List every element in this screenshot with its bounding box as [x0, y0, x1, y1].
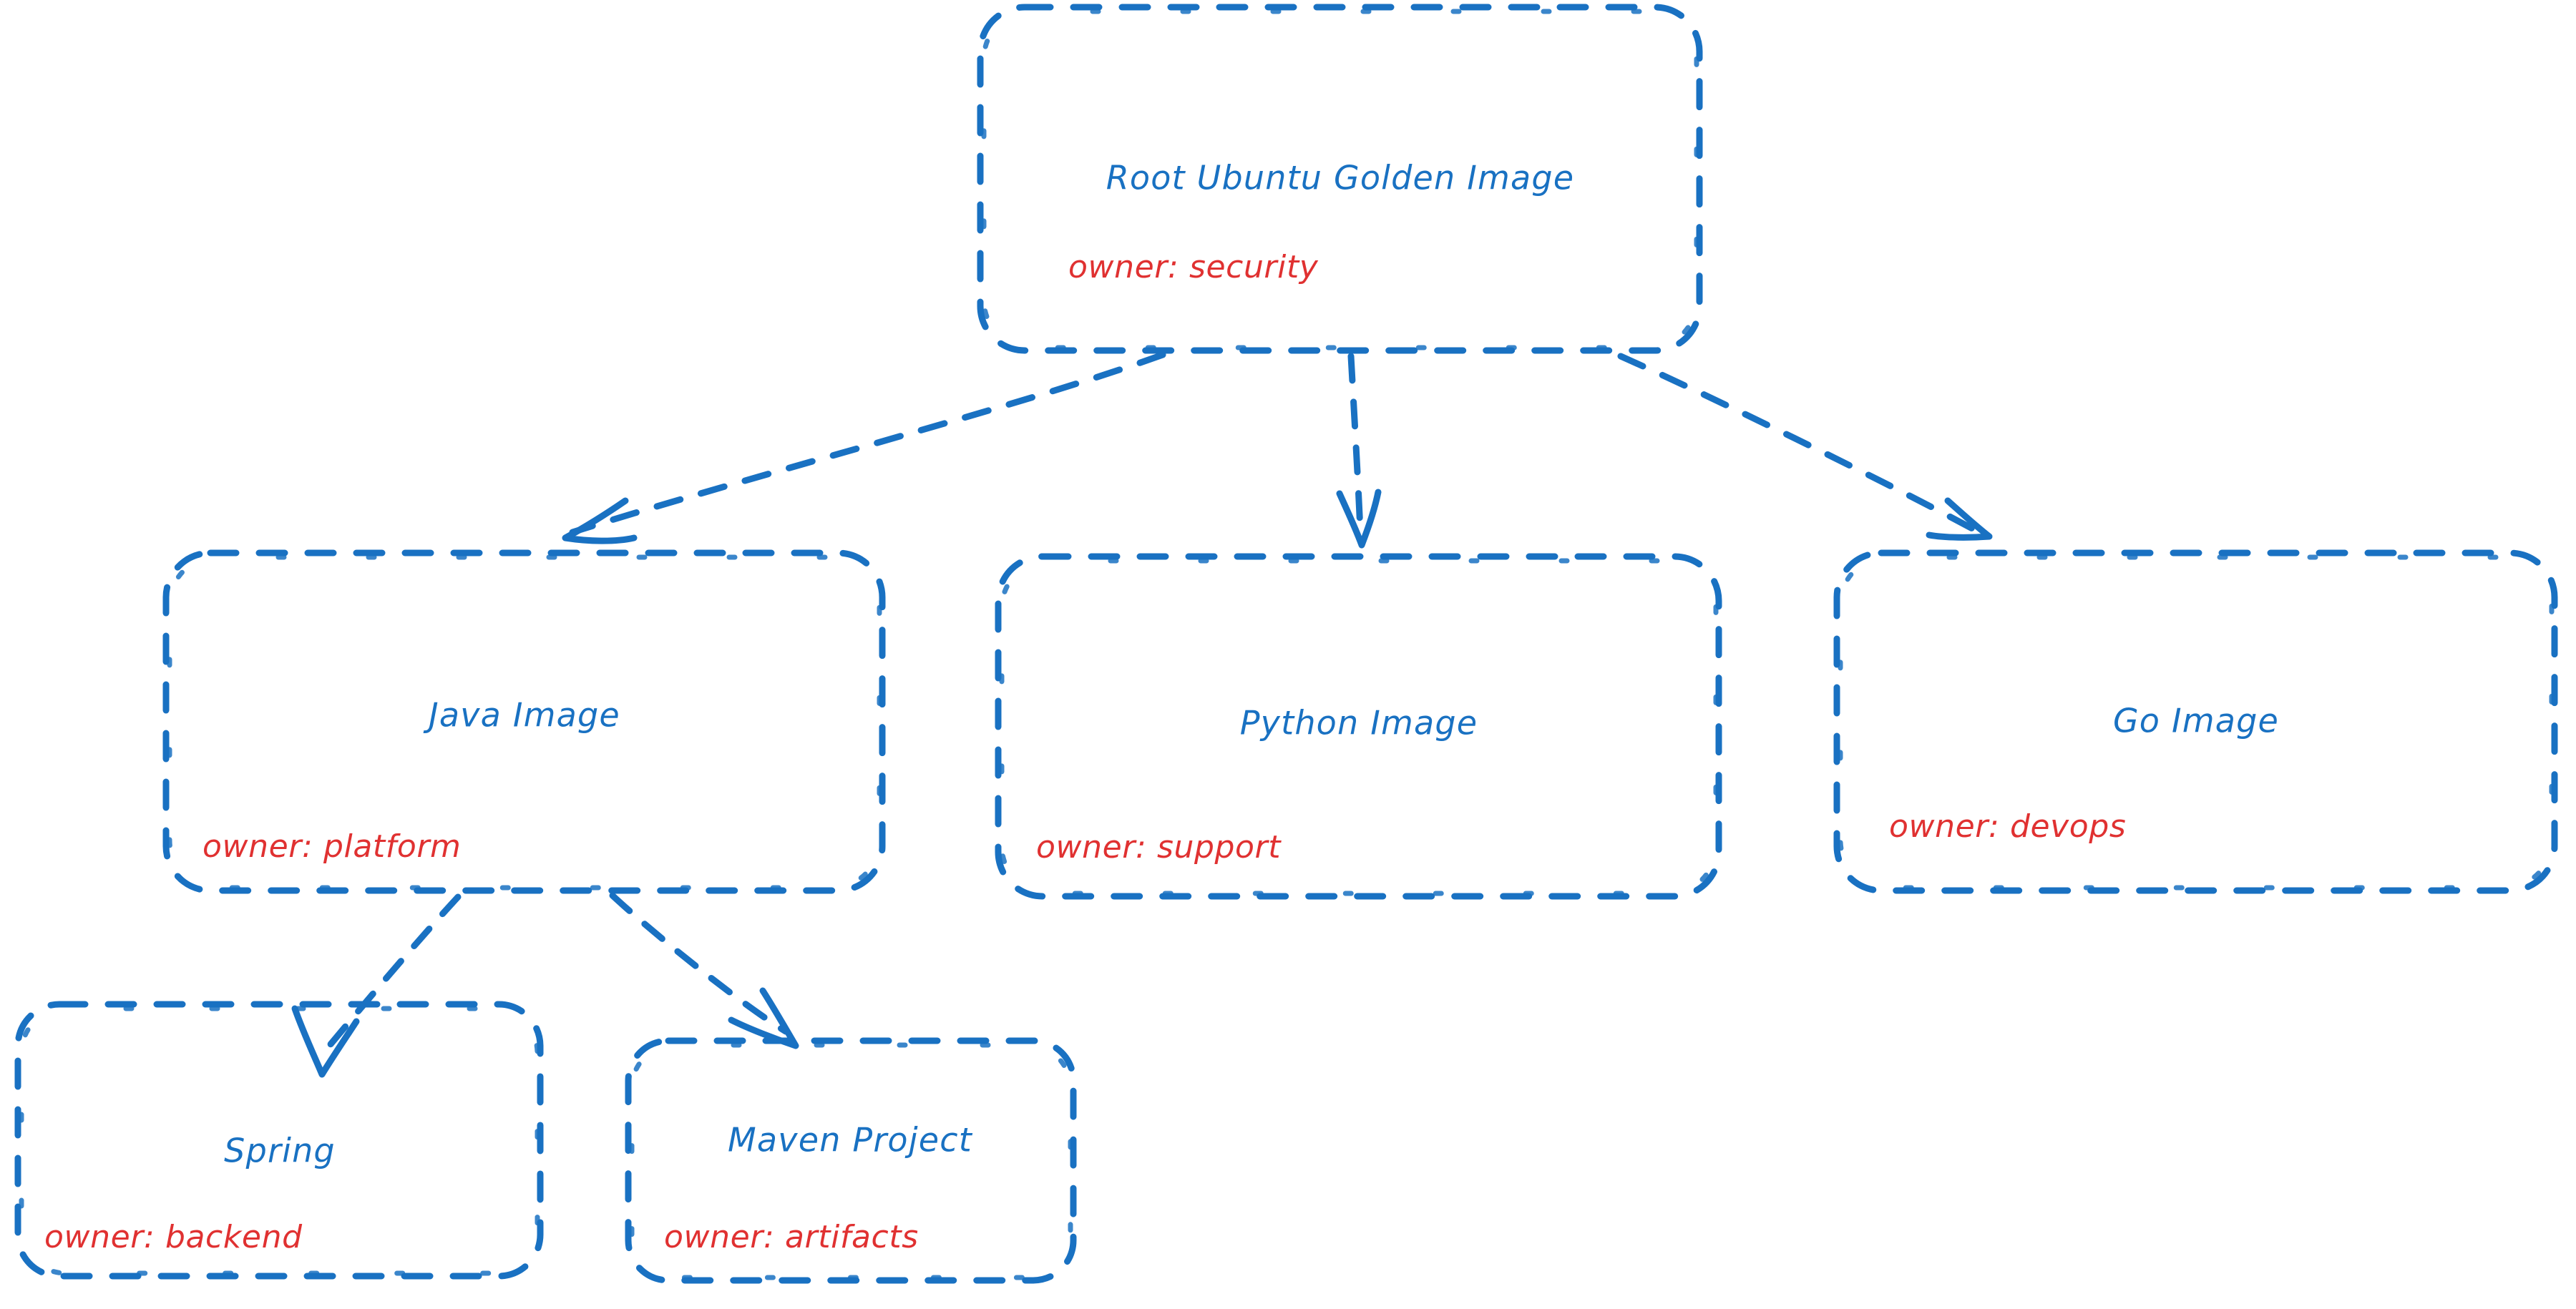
edge-root-to-python-line [1347, 353, 1364, 534]
edge-root-to-go[interactable] [1617, 353, 1993, 541]
node-spring-border [14, 1001, 544, 1280]
edges-layer [291, 351, 1993, 1078]
node-spring-title: Spring [224, 1132, 336, 1170]
node-go-image-owner: owner: devops [1889, 808, 2126, 845]
node-go-image-border [1833, 549, 2558, 894]
node-python-image[interactable]: Python Image owner: support [995, 553, 1722, 900]
edge-root-to-java-arrowhead [562, 497, 638, 544]
node-java-image-title: Java Image [423, 696, 620, 735]
edge-java-to-maven[interactable] [609, 892, 799, 1049]
edge-root-to-java[interactable] [562, 351, 1166, 544]
edge-root-to-python[interactable] [1336, 353, 1382, 549]
node-go-image-title: Go Image [2113, 702, 2279, 740]
node-root-ubuntu-golden-image-title: Root Ubuntu Golden Image [1106, 159, 1575, 197]
edge-java-to-spring-line [320, 893, 462, 1056]
node-java-image[interactable]: Java Image owner: platform [162, 549, 886, 894]
node-root-ubuntu-golden-image[interactable]: Root Ubuntu Golden Image owner: security [977, 4, 1703, 354]
node-maven-project[interactable]: Maven Project owner: artifacts [625, 1037, 1077, 1284]
node-python-image-owner: owner: support [1036, 829, 1282, 866]
node-root-ubuntu-golden-image-owner: owner: security [1068, 249, 1319, 285]
edge-java-to-spring-arrowhead [291, 1005, 360, 1078]
node-root-ubuntu-golden-image-border [977, 4, 1703, 354]
node-python-image-border [995, 553, 1722, 900]
edge-java-to-spring[interactable] [291, 893, 462, 1078]
node-maven-project-owner: owner: artifacts [664, 1219, 919, 1255]
node-java-image-border [162, 549, 886, 894]
edge-java-to-maven-line [609, 892, 789, 1035]
edge-root-to-python-arrowhead [1336, 489, 1382, 549]
node-go-image[interactable]: Go Image owner: devops [1833, 549, 2558, 894]
node-python-image-title: Python Image [1240, 704, 1478, 742]
node-maven-project-title: Maven Project [728, 1121, 973, 1160]
node-maven-project-border-sketch [629, 1042, 1073, 1280]
node-java-image-owner: owner: platform [203, 828, 462, 865]
node-maven-project-border [625, 1037, 1077, 1284]
edge-root-to-go-arrowhead [1926, 497, 1993, 541]
edge-root-to-java-line [569, 351, 1166, 536]
node-spring-owner: owner: backend [44, 1219, 303, 1255]
edge-root-to-go-line [1617, 353, 1980, 534]
node-spring[interactable]: Spring owner: backend [14, 1001, 544, 1280]
